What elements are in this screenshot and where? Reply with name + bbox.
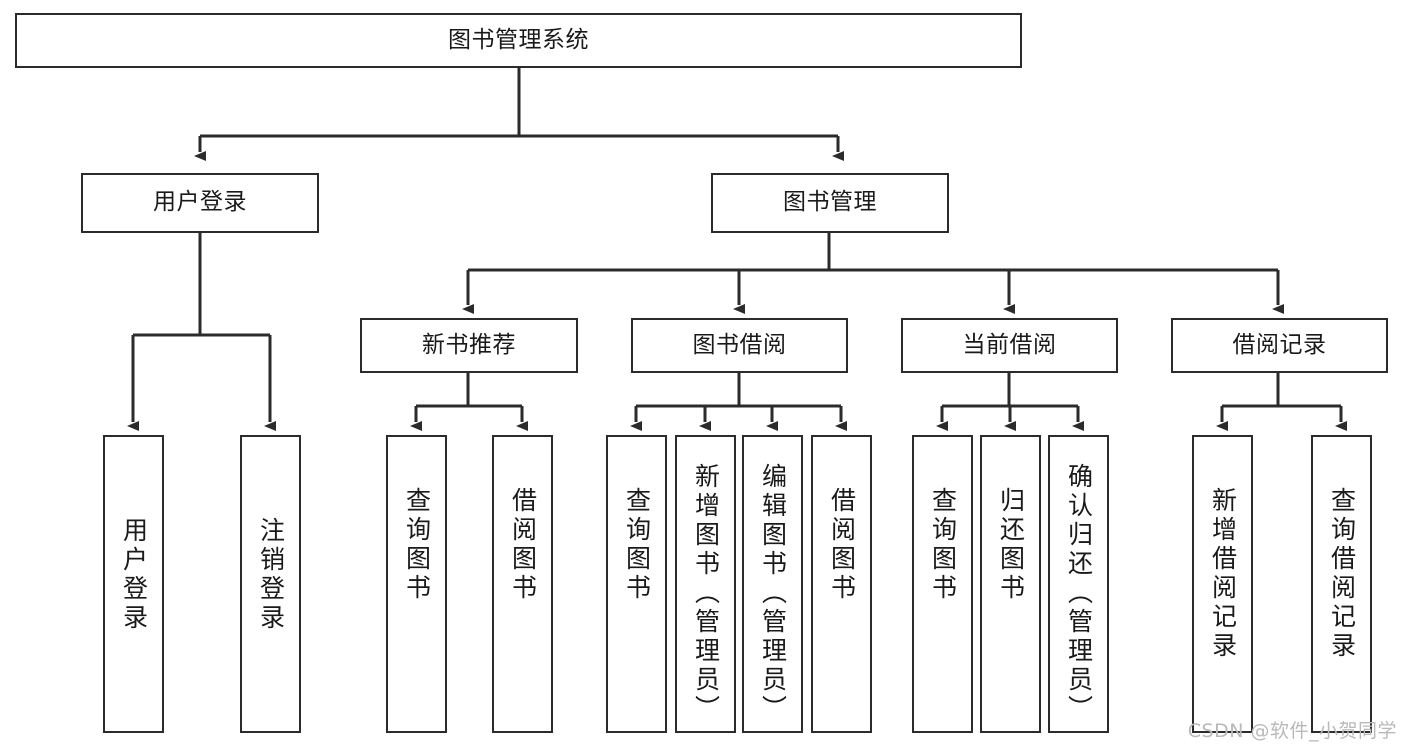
node-root-label: 图书管理系统 — [448, 26, 589, 53]
leaf-query-book-current-label: 查询图书 — [928, 487, 958, 603]
node-book-borrow-label: 图书借阅 — [692, 331, 787, 358]
leaf-query-book-label: 查询图书 — [622, 487, 652, 603]
leaf-query-book-current[interactable]: 查询图书 — [912, 435, 973, 733]
leaf-add-borrow-record[interactable]: 新增借阅记录 — [1192, 435, 1253, 733]
leaf-confirm-return-admin-label: 确认归还（管理员） — [1064, 463, 1094, 724]
leaf-borrow-book[interactable]: 借阅图书 — [811, 435, 872, 733]
leaf-query-borrow-record-label: 查询借阅记录 — [1327, 487, 1357, 661]
node-new-book-recommend-label: 新书推荐 — [422, 331, 516, 358]
leaf-borrow-book-recommend[interactable]: 借阅图书 — [492, 435, 553, 733]
leaf-query-borrow-record[interactable]: 查询借阅记录 — [1311, 435, 1372, 733]
leaf-borrow-book-recommend-label: 借阅图书 — [508, 487, 538, 603]
node-book-borrow[interactable]: 图书借阅 — [631, 318, 848, 373]
leaf-add-book-admin[interactable]: 新增图书（管理员） — [675, 435, 736, 733]
leaf-return-book[interactable]: 归还图书 — [980, 435, 1041, 733]
leaf-return-book-label: 归还图书 — [996, 487, 1026, 603]
node-current-borrow-label: 当前借阅 — [962, 331, 1057, 358]
leaf-query-book-recommend-label: 查询图书 — [402, 487, 432, 603]
leaf-edit-book-admin[interactable]: 编辑图书（管理员） — [742, 435, 803, 733]
node-current-borrow[interactable]: 当前借阅 — [901, 318, 1118, 373]
node-book-manage[interactable]: 图书管理 — [711, 173, 949, 233]
leaf-add-borrow-record-label: 新增借阅记录 — [1208, 487, 1238, 661]
leaf-query-book[interactable]: 查询图书 — [606, 435, 667, 733]
leaf-add-book-admin-label: 新增图书（管理员） — [691, 463, 721, 724]
leaf-logout[interactable]: 注销登录 — [240, 435, 301, 733]
leaf-borrow-book-label: 借阅图书 — [827, 487, 857, 603]
leaf-query-book-recommend[interactable]: 查询图书 — [386, 435, 447, 733]
node-borrow-record-label: 借阅记录 — [1232, 331, 1327, 358]
leaf-logout-label: 注销登录 — [256, 517, 286, 633]
node-user-login[interactable]: 用户登录 — [81, 173, 319, 233]
csdn-watermark: CSDN @软件_小贺同学 — [1187, 720, 1397, 742]
node-new-book-recommend[interactable]: 新书推荐 — [360, 318, 578, 373]
leaf-user-login[interactable]: 用户登录 — [103, 435, 164, 733]
leaf-user-login-label: 用户登录 — [119, 517, 149, 633]
node-user-login-label: 用户登录 — [153, 189, 247, 216]
node-borrow-record[interactable]: 借阅记录 — [1171, 318, 1388, 373]
node-root[interactable]: 图书管理系统 — [15, 13, 1022, 68]
leaf-confirm-return-admin[interactable]: 确认归还（管理员） — [1048, 435, 1109, 733]
node-book-manage-label: 图书管理 — [783, 189, 877, 216]
leaf-edit-book-admin-label: 编辑图书（管理员） — [758, 463, 788, 724]
